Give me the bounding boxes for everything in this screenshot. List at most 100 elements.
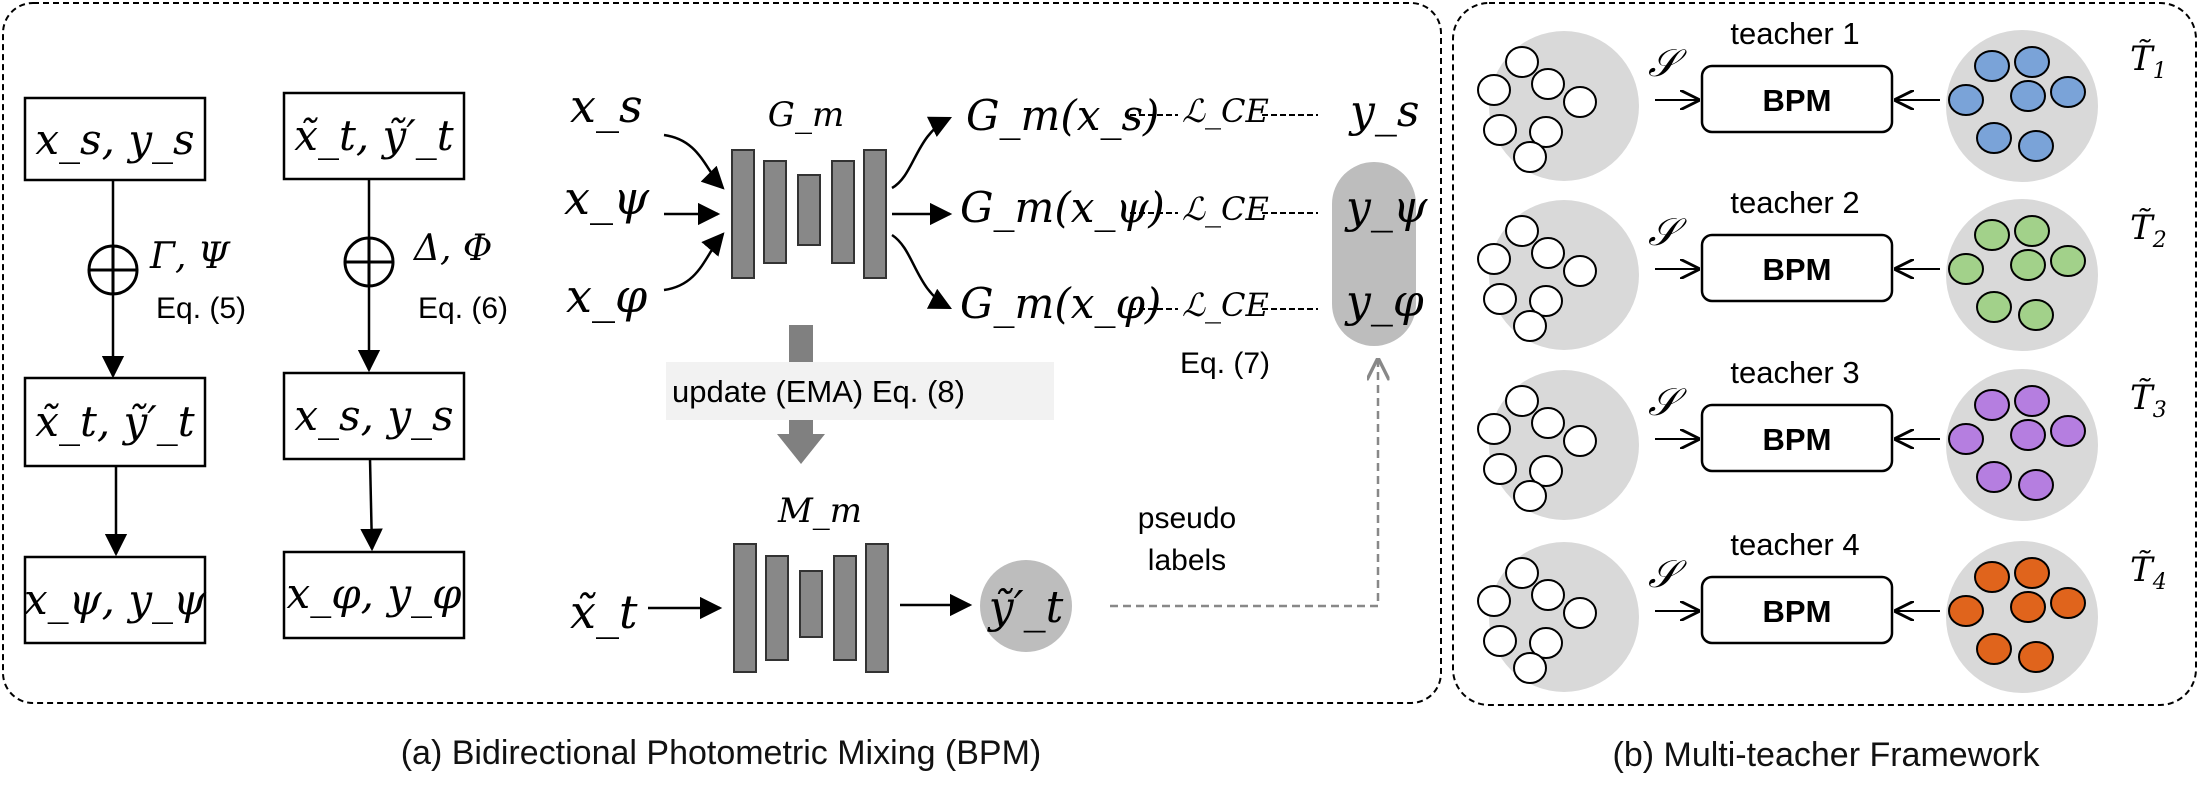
target-sample-dot [2010, 249, 2046, 281]
box-left-top [23, 96, 207, 182]
teacher-label: teacher 4 [1730, 527, 1859, 562]
pseudo-labels-line-1: pseudo [1138, 502, 1236, 535]
pseudo-labels-line-2: labels [1148, 544, 1226, 577]
output-gm-xs: G_m(x_s) [966, 91, 1159, 140]
target-sample-dot [2050, 587, 2086, 619]
source-sample-dot [1477, 74, 1511, 106]
source-symbol: 𝒮 [1648, 41, 1687, 85]
target-domain-label: T̃1 [2130, 39, 2167, 84]
target-sample-dot [1974, 389, 2010, 421]
target-sample-dot [1976, 633, 2012, 665]
source-symbol: 𝒮 [1648, 210, 1687, 254]
source-sample-dot [1529, 455, 1563, 487]
target-domain-label: T̃4 [2130, 550, 2167, 595]
target-domain-label: T̃2 [2130, 208, 2167, 253]
teacher-label: teacher 1 [1730, 16, 1859, 51]
target-ypsi: y_ψ [1344, 182, 1428, 233]
target-sample-dot [1976, 122, 2012, 154]
source-sample-dot [1513, 310, 1547, 342]
target-sample-dot [1974, 50, 2010, 82]
panel-a-frame [2, 2, 1442, 704]
target-ys: y_s [1348, 86, 1419, 137]
loss-ce-1: ℒ_CE [1182, 92, 1269, 130]
source-sample-dot [1505, 46, 1539, 78]
student-net-label: G_m [768, 95, 844, 135]
ops-left: Γ, Ψ [149, 236, 231, 277]
source-sample-dot [1531, 237, 1565, 269]
input-xs: x_s [570, 79, 643, 133]
target-sample-dot [2010, 80, 2046, 112]
source-sample-dot [1513, 652, 1547, 684]
bpm-block [1700, 233, 1894, 303]
eq-right: Eq. (6) [418, 292, 508, 325]
label-left-top: x_s, y_s [35, 115, 194, 164]
bpm-block-label: BPM [1763, 422, 1832, 457]
target-sample-dot [2010, 591, 2046, 623]
target-sample-dot [2014, 385, 2050, 417]
source-symbol: 𝒮 [1648, 552, 1687, 596]
target-sample-dot [2018, 641, 2054, 673]
target-sample-dot [1948, 253, 1984, 285]
target-sample-dot [2050, 415, 2086, 447]
target-sample-dot [2018, 299, 2054, 331]
label-right-bottom: x_φ, y_φ [287, 569, 463, 618]
bpm-block-label: BPM [1763, 83, 1832, 118]
bpm-block [1700, 575, 1894, 645]
box-left-bottom [23, 555, 207, 645]
box-right-bottom [282, 550, 466, 640]
bpm-block [1700, 403, 1894, 473]
source-sample-dot [1563, 425, 1597, 457]
source-sample-dot [1483, 453, 1517, 485]
source-sample-dot [1563, 86, 1597, 118]
target-sample-dot [1948, 84, 1984, 116]
source-symbol: 𝒮 [1648, 380, 1687, 424]
teacher-output: ỹ′_t [987, 582, 1064, 633]
panel-b-caption: (b) Multi-teacher Framework [1613, 736, 2041, 774]
target-sample-dot [1976, 461, 2012, 493]
source-sample-dot [1505, 215, 1539, 247]
bpm-block-label: BPM [1763, 252, 1832, 287]
source-sample-dot [1529, 285, 1563, 317]
output-gm-xpsi: G_m(x_ψ) [960, 183, 1165, 232]
target-sample-dot [2014, 215, 2050, 247]
pseudo-label-node [980, 560, 1072, 652]
ops-right: Δ, Φ [412, 228, 492, 269]
source-sample-dot [1505, 557, 1539, 589]
teacher-input: x̃_t [570, 585, 638, 639]
source-sample-dot [1563, 597, 1597, 629]
source-sample-dot [1513, 141, 1547, 173]
target-sample-dot [2010, 419, 2046, 451]
mixed-targets-pill [1332, 162, 1416, 346]
source-sample-dot [1531, 68, 1565, 100]
target-domain-label: T̃3 [2130, 378, 2167, 423]
source-sample-dot [1531, 579, 1565, 611]
student-network [731, 149, 887, 279]
label-right-mid: x_s, y_s [294, 391, 453, 440]
label-left-bottom: x_ψ, y_ψ [24, 575, 207, 624]
source-sample-dot [1529, 116, 1563, 148]
teacher-net-label: M_m [777, 491, 862, 531]
label-right-top: x̃_t, ỹ′_t [294, 111, 454, 160]
box-right-top [282, 91, 466, 181]
source-sample-dot [1531, 407, 1565, 439]
teacher-network [733, 543, 889, 673]
target-yphi: y_φ [1344, 276, 1424, 327]
source-sample-dot [1483, 283, 1517, 315]
source-sample-dot [1563, 255, 1597, 287]
label-left-mid: x̃_t, ỹ′_t [35, 397, 195, 446]
box-left-mid [23, 376, 207, 468]
source-sample-dot [1513, 480, 1547, 512]
target-sample-dot [2014, 46, 2050, 78]
box-right-mid [282, 371, 466, 461]
ema-update-label: update (EMA) Eq. (8) [672, 374, 965, 409]
target-sample-dot [1976, 291, 2012, 323]
source-sample-dot [1477, 243, 1511, 275]
source-sample-dot [1505, 385, 1539, 417]
target-sample-dot [2050, 76, 2086, 108]
bpm-block [1700, 64, 1894, 134]
eq-left: Eq. (5) [156, 292, 246, 325]
target-sample-dot [2050, 245, 2086, 277]
